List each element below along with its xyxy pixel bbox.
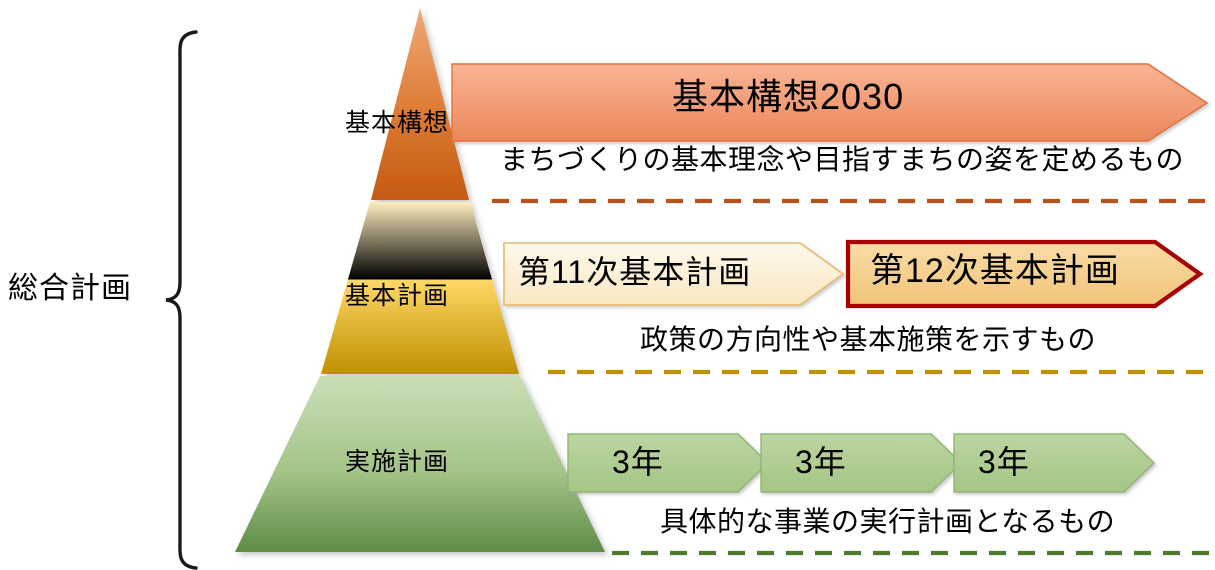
- banner-label-row-2-item-1: 3年: [795, 444, 847, 480]
- pyramid-tier-label-1: 基本計画: [345, 282, 450, 310]
- brace-icon: [165, 30, 198, 570]
- row-description-0: まちづくりの基本理念や目指すまちの姿を定めるもの: [500, 144, 1185, 175]
- banner-row-2-item-0[interactable]: [567, 433, 770, 493]
- banner-label-row-2-item-0: 3年: [612, 444, 664, 480]
- row-description-2: 具体的な事業の実行計画となるもの: [660, 506, 1116, 537]
- banner-label-row-0-item-0: 基本構想2030: [672, 76, 905, 117]
- banner-label-row-1-item-1: 第12次基本計画: [870, 252, 1120, 290]
- banner-row-0-item-0[interactable]: [451, 63, 1209, 142]
- banner-row-2-item-1[interactable]: [760, 433, 963, 493]
- banner-label-row-2-item-2: 3年: [978, 444, 1030, 480]
- pyramid-tier-0: [371, 8, 469, 200]
- banner-label-row-1-item-0: 第11次基本計画: [518, 254, 752, 290]
- banner-row-1-item-1[interactable]: [845, 239, 1204, 309]
- pyramid-tier-label-2: 実施計画: [345, 448, 450, 476]
- pyramid-tier-1: [321, 202, 519, 374]
- group-label: 総合計画: [8, 272, 132, 305]
- banner-row-1-item-0[interactable]: [503, 242, 845, 306]
- pyramid-tier-label-0: 基本構想: [345, 109, 450, 137]
- banner-row-2-item-2[interactable]: [953, 433, 1156, 493]
- pyramid-tier-2: [235, 376, 605, 552]
- row-description-1: 政策の方向性や基本施策を示すもの: [640, 324, 1097, 355]
